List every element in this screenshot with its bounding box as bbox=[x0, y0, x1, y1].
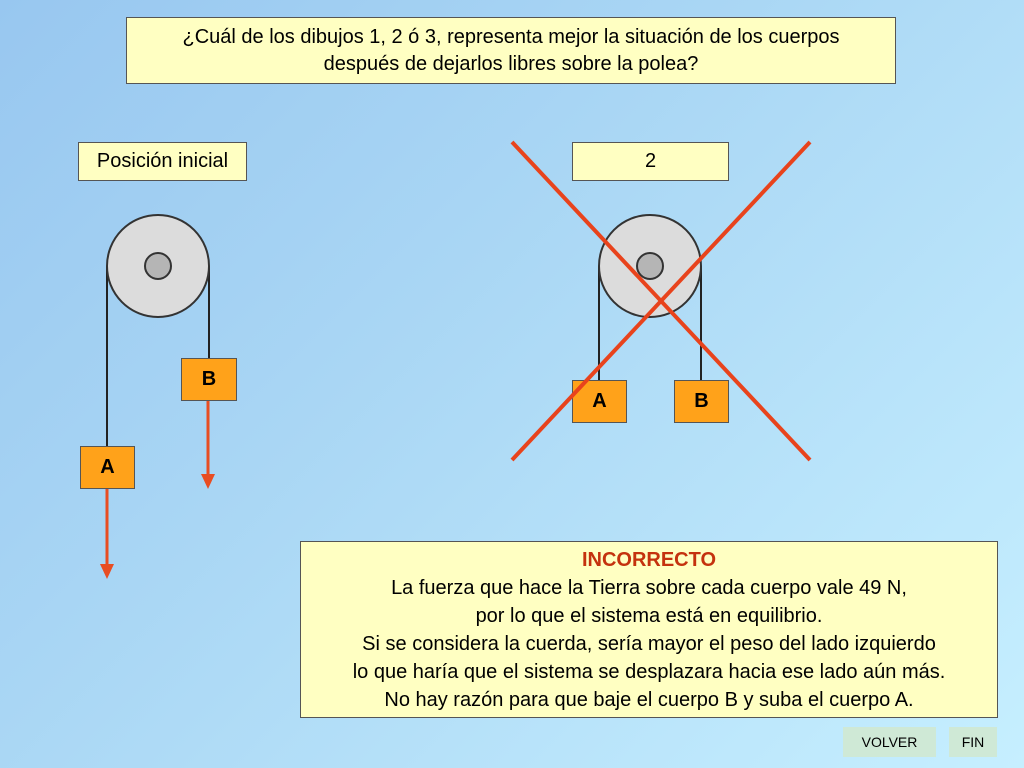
feedback-line-2: por lo que el sistema está en equilibrio… bbox=[475, 605, 823, 627]
pulley-icon bbox=[106, 214, 210, 318]
down-arrow-icon bbox=[100, 488, 114, 579]
right-pulley-system bbox=[598, 214, 702, 380]
drawing-number-label: 2 bbox=[572, 142, 729, 181]
initial-position-label: Posición inicial bbox=[78, 142, 247, 181]
down-arrow-icon bbox=[201, 400, 215, 489]
pulley-icon bbox=[598, 214, 702, 318]
feedback-line-5: No hay razón para que baje el cuerpo B y… bbox=[384, 689, 914, 711]
left-block-a: A bbox=[80, 446, 135, 489]
question-box: ¿Cuál de los dibujos 1, 2 ó 3, represent… bbox=[126, 17, 896, 84]
feedback-line-1: La fuerza que hace la Tierra sobre cada … bbox=[391, 577, 907, 599]
question-line-2: después de dejarlos libres sobre la pole… bbox=[323, 53, 699, 75]
back-button[interactable]: VOLVER bbox=[843, 727, 936, 757]
verdict-text: INCORRECTO bbox=[581, 549, 717, 571]
feedback-line-3: Si se considera la cuerda, sería mayor e… bbox=[362, 633, 936, 655]
question-line-1: ¿Cuál de los dibujos 1, 2 ó 3, represent… bbox=[182, 26, 840, 48]
left-block-b: B bbox=[181, 358, 237, 401]
right-block-b: B bbox=[674, 380, 729, 423]
left-pulley-system bbox=[106, 214, 210, 452]
feedback-box: INCORRECTO La fuerza que hace la Tierra … bbox=[300, 541, 998, 718]
end-button[interactable]: FIN bbox=[949, 727, 997, 757]
feedback-line-4: lo que haría que el sistema se desplazar… bbox=[352, 661, 946, 683]
